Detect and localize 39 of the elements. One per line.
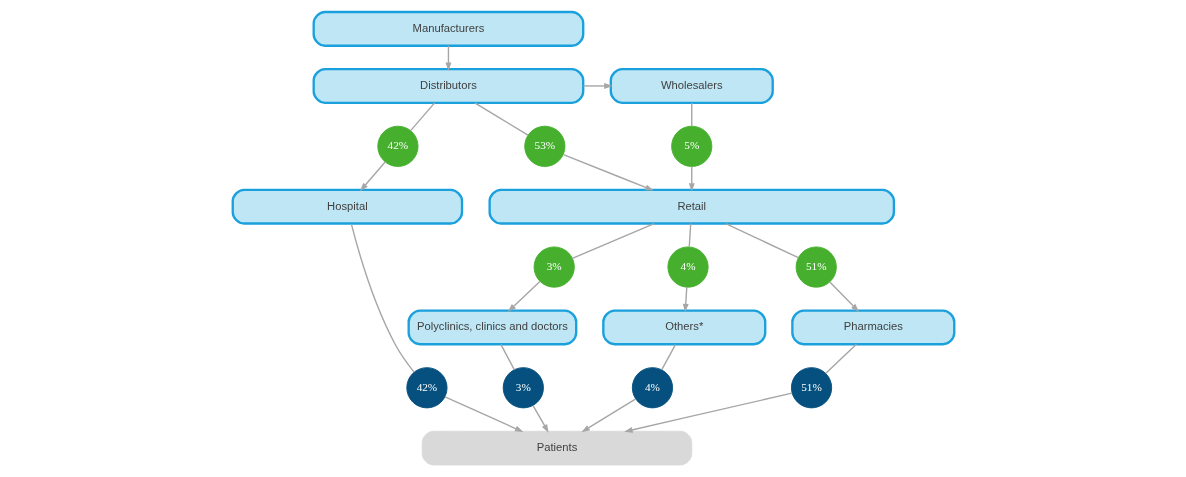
node-box: Distributors <box>312 67 584 104</box>
connector <box>690 102 692 127</box>
arrow <box>443 396 523 433</box>
node-circle: 51% <box>790 367 832 409</box>
arrow <box>682 286 689 313</box>
node-circle: 42% <box>405 367 447 409</box>
node-circle: 3% <box>502 367 544 409</box>
node-box: Patients <box>421 430 692 466</box>
arrow <box>531 404 549 433</box>
arrow <box>828 281 859 312</box>
connector <box>409 102 435 132</box>
node-box: Wholesalers <box>609 67 774 104</box>
node-box: Pharmacies <box>790 309 955 346</box>
arrow <box>623 392 793 433</box>
node-circle: 3% <box>533 246 575 288</box>
node-circle: 42% <box>376 125 418 167</box>
node-circle: 4% <box>631 367 673 409</box>
connector <box>571 222 655 260</box>
connector <box>499 343 515 371</box>
connector <box>688 222 691 248</box>
connector <box>660 343 676 371</box>
node-circle: 51% <box>795 246 837 288</box>
node-box: Others* <box>601 309 766 346</box>
arrow <box>507 280 541 312</box>
node-box: Retail <box>487 188 895 225</box>
connector <box>724 222 799 259</box>
node-circle: 53% <box>523 125 565 167</box>
node-box: Polyclinics, clinics and doctors <box>407 309 577 346</box>
connector <box>473 102 529 136</box>
arrow <box>580 398 636 433</box>
arrow <box>562 153 654 191</box>
connector <box>824 343 857 374</box>
arrow <box>582 83 613 89</box>
node-circle: 4% <box>666 246 709 288</box>
arrow <box>359 161 386 192</box>
node-box: Manufacturers <box>312 10 584 47</box>
node-circle: 5% <box>670 125 712 167</box>
node-box: Hospital <box>231 188 463 225</box>
connector <box>350 223 415 373</box>
